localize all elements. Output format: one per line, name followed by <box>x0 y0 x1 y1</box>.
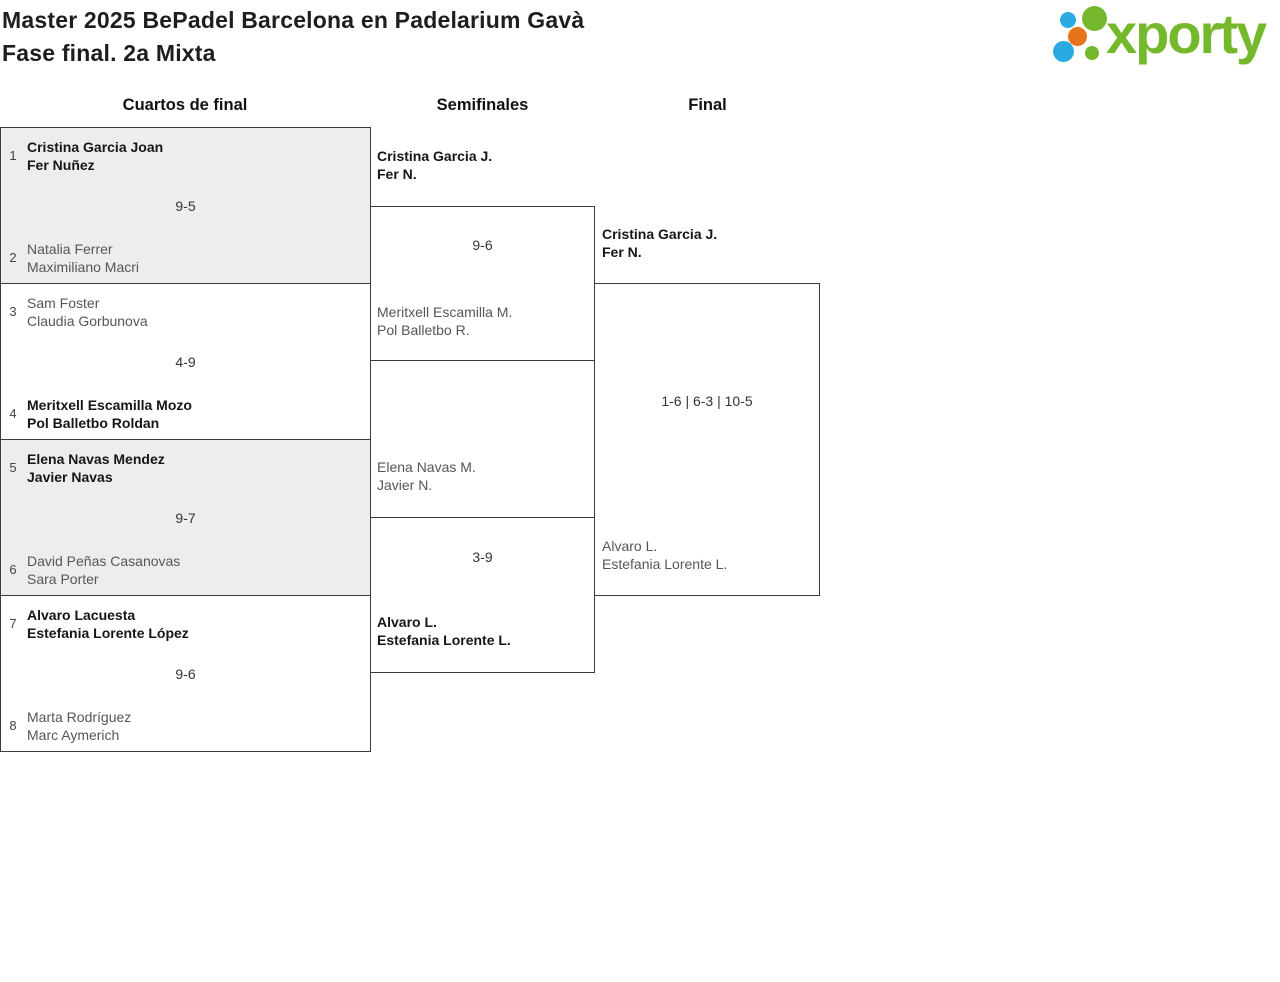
player-name: Elena Navas M. <box>377 459 476 475</box>
round-header-quarterfinals: Cuartos de final <box>122 96 248 114</box>
match-final[interactable] <box>594 283 820 596</box>
player-name: Meritxell Escamilla Mozo <box>27 397 192 413</box>
player-name: Natalia Ferrer <box>27 241 113 257</box>
match-quarterfinal-1[interactable]: 1 Cristina Garcia Joan Fer Nuñez 9-5 2 N… <box>0 127 371 284</box>
player-name: Pol Balletbo R. <box>377 322 470 338</box>
player-name: Cristina Garcia J. <box>377 148 493 164</box>
final-team-bottom: Alvaro L. Estefania Lorente L. <box>602 537 727 573</box>
team-names-bottom: Marta Rodríguez Marc Aymerich <box>27 708 131 744</box>
logo-dot-orange-icon <box>1068 27 1087 46</box>
player-name: Alvaro L. <box>602 538 658 554</box>
round-header-final: Final <box>688 96 727 114</box>
match-score: 9-6 <box>175 666 196 682</box>
round-header-semifinals: Semifinales <box>436 96 529 114</box>
match-quarterfinal-2[interactable]: 3 Sam Foster Claudia Gorbunova 4-9 4 Mer… <box>0 283 371 440</box>
logo-dot-green-large-icon <box>1082 6 1107 31</box>
player-name: Alvaro L. <box>377 614 437 630</box>
player-name: Estefania Lorente L. <box>602 556 728 572</box>
player-name: Fer Nuñez <box>27 157 95 173</box>
seed-number: 1 <box>9 148 17 163</box>
player-name: Estefania Lorente López <box>27 625 189 641</box>
team-names-top: Elena Navas Mendez Javier Navas <box>27 450 165 486</box>
player-name: Maximiliano Macri <box>27 259 140 275</box>
team-names-bottom: David Peñas Casanovas Sara Porter <box>27 552 180 588</box>
player-name: Fer N. <box>377 166 417 182</box>
player-name: Javier Navas <box>27 469 113 485</box>
final-team-top: Cristina Garcia J. Fer N. <box>602 225 717 261</box>
player-name: Marc Aymerich <box>27 727 120 743</box>
seed-number: 8 <box>9 718 17 733</box>
team-names-top: Sam Foster Claudia Gorbunova <box>27 294 148 330</box>
xporty-wordmark: xporty <box>1106 2 1267 65</box>
player-name: Fer N. <box>602 244 642 260</box>
match-score: 9-5 <box>175 198 196 214</box>
player-name: Marta Rodríguez <box>27 709 132 725</box>
player-name: Cristina Garcia Joan <box>27 139 164 155</box>
semifinal-2-team-top: Elena Navas M. Javier N. <box>377 458 476 494</box>
seed-number: 2 <box>9 250 17 265</box>
semifinal-2-team-bottom: Alvaro L. Estefania Lorente L. <box>377 613 511 649</box>
logo-dot-blue-small-icon <box>1060 12 1076 28</box>
player-name: Claudia Gorbunova <box>27 313 148 329</box>
player-name: Alvaro Lacuesta <box>27 607 136 623</box>
seed-number: 5 <box>9 460 17 475</box>
page-title-line1: Master 2025 BePadel Barcelona en Padelar… <box>2 7 585 33</box>
semifinal-1-score: 9-6 <box>472 237 493 253</box>
team-names-top: Cristina Garcia Joan Fer Nuñez <box>27 138 163 174</box>
semifinal-2-score: 3-9 <box>472 549 493 565</box>
semifinal-1-team-top: Cristina Garcia J. Fer N. <box>377 147 492 183</box>
match-quarterfinal-4[interactable]: 7 Alvaro Lacuesta Estefania Lorente Lópe… <box>0 595 371 752</box>
player-name: Sara Porter <box>27 571 99 587</box>
player-name: Elena Navas Mendez <box>27 451 165 467</box>
semifinal-1-team-bottom: Meritxell Escamilla M. Pol Balletbo R. <box>377 303 512 339</box>
logo-dot-green-small-icon <box>1085 46 1099 60</box>
seed-number: 6 <box>9 562 17 577</box>
match-semifinal-2[interactable] <box>370 517 595 673</box>
match-score: 4-9 <box>175 354 196 370</box>
player-name: Estefania Lorente L. <box>377 632 511 648</box>
match-quarterfinal-3[interactable]: 5 Elena Navas Mendez Javier Navas 9-7 6 … <box>0 439 371 596</box>
page-title: Master 2025 BePadel Barcelona en Padelar… <box>2 4 584 70</box>
player-name: Meritxell Escamilla M. <box>377 304 513 320</box>
team-names-top: Alvaro Lacuesta Estefania Lorente López <box>27 606 189 642</box>
player-name: David Peñas Casanovas <box>27 553 181 569</box>
player-name: Sam Foster <box>27 295 100 311</box>
logo-dot-blue-large-icon <box>1053 41 1074 62</box>
final-score: 1-6 | 6-3 | 10-5 <box>661 393 753 409</box>
seed-number: 4 <box>9 406 17 421</box>
player-name: Cristina Garcia J. <box>602 226 718 242</box>
team-names-bottom: Natalia Ferrer Maximiliano Macri <box>27 240 139 276</box>
player-name: Javier N. <box>377 477 433 493</box>
match-score: 9-7 <box>175 510 196 526</box>
xporty-logo[interactable]: xporty <box>1048 0 1280 74</box>
seed-number: 7 <box>9 616 17 631</box>
team-names-bottom: Meritxell Escamilla Mozo Pol Balletbo Ro… <box>27 396 192 432</box>
page-title-line2: Fase final. 2a Mixta <box>2 40 216 66</box>
player-name: Pol Balletbo Roldan <box>27 415 160 431</box>
seed-number: 3 <box>9 304 17 319</box>
